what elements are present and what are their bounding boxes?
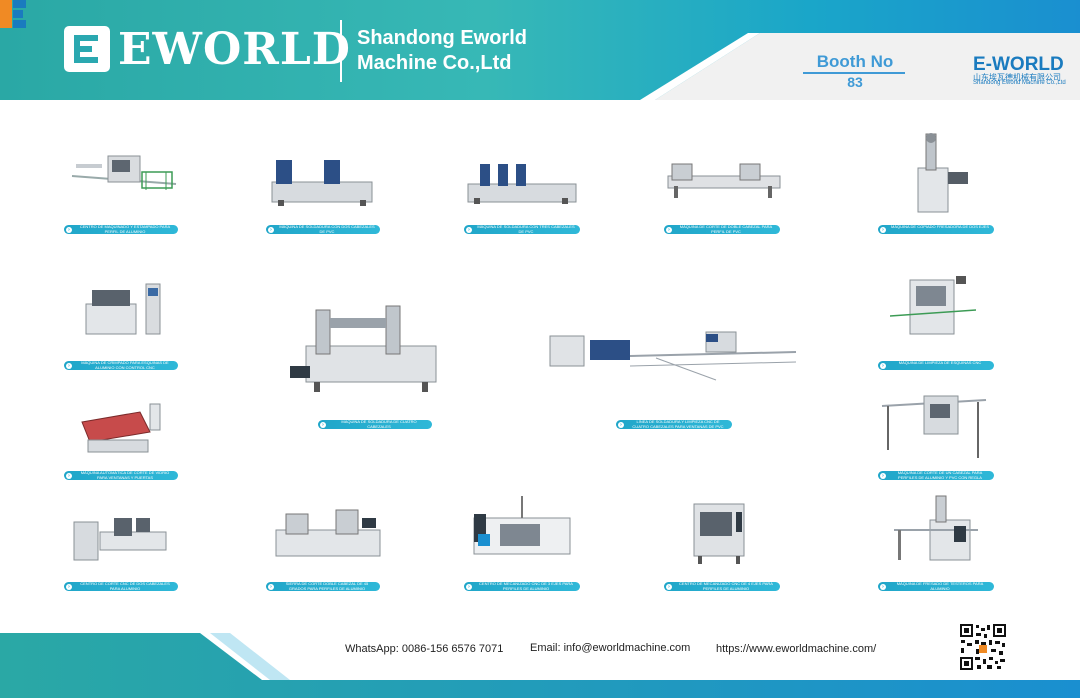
chevron-right-icon: › — [268, 226, 274, 233]
machine-image — [81, 403, 161, 453]
product-card[interactable] — [890, 272, 976, 342]
footer-background — [0, 633, 1080, 698]
chevron-right-icon: › — [320, 421, 326, 428]
product-card[interactable] — [690, 498, 756, 566]
qr-code-icon — [959, 623, 1007, 671]
booth-underline — [803, 72, 905, 74]
product-label[interactable]: ›MÁQUINA DE CORTE DE DOBLE CABEZAL PARA … — [664, 225, 780, 234]
logo2-name: E-WORLD — [973, 54, 1064, 75]
product-card[interactable] — [80, 280, 170, 340]
chevron-right-icon: › — [666, 583, 672, 590]
footer-banner — [0, 628, 1080, 698]
machine-image — [73, 518, 167, 561]
machine-image — [549, 331, 797, 381]
booth-number: 83 — [847, 74, 863, 90]
machine-image — [290, 305, 437, 392]
footer-email[interactable]: Email: info@eworldmachine.com — [530, 642, 691, 654]
product-card[interactable] — [878, 390, 990, 462]
machine-image — [473, 496, 571, 555]
product-card[interactable] — [80, 400, 164, 456]
product-label[interactable]: ›CENTRO DE MAQUINADO Y ESTAMPADO PARA PE… — [64, 225, 178, 234]
header-divider — [340, 20, 342, 82]
product-label[interactable]: ›MÁQUINA DE SOLDADURA DE CUATRO CABEZALE… — [318, 420, 432, 429]
chevron-right-icon: › — [268, 583, 274, 590]
machine-image — [275, 509, 381, 557]
product-label[interactable]: ›MÁQUINA DE SOLDADURA CON TRES CABEZALES… — [464, 225, 580, 234]
chevron-right-icon: › — [66, 472, 72, 479]
machine-image — [271, 160, 373, 206]
product-card[interactable] — [286, 300, 452, 396]
header-banner: EWORLD Shandong Eworld Machine Co.,Ltd B… — [0, 0, 1080, 100]
machine-image — [667, 163, 781, 198]
product-card[interactable] — [892, 494, 980, 566]
brand-name: EWORLD — [118, 24, 351, 75]
product-label[interactable]: ›MÁQUINA DE CRIMPADO PARA ESQUINAS DE AL… — [64, 361, 178, 370]
chevron-right-icon: › — [618, 421, 624, 428]
chevron-right-icon: › — [466, 226, 472, 233]
company-line-1: Shandong Eworld — [357, 27, 527, 49]
product-card[interactable] — [268, 156, 376, 208]
booth-label: Booth No — [816, 52, 894, 71]
product-label[interactable]: ›MÁQUINA AUTOMÁTICA DE CORTE DE VIDRIO P… — [64, 471, 178, 480]
machine-image — [467, 164, 577, 204]
product-label[interactable]: ›CENTRO DE CORTE CNC DE DOS CABEZALES PA… — [64, 582, 178, 591]
product-card[interactable] — [900, 128, 974, 216]
product-label[interactable]: ›MÁQUINA DE COPIADO FRESADORA DE DOS EJE… — [878, 225, 994, 234]
product-card[interactable] — [466, 158, 578, 208]
chevron-right-icon: › — [66, 226, 72, 233]
chevron-right-icon: › — [466, 583, 472, 590]
chevron-right-icon: › — [880, 583, 886, 590]
chevron-right-icon: › — [66, 362, 72, 369]
logo2-english-name: Shandong Eworld Machine Co.,Ltd — [973, 80, 1066, 86]
company-name: Shandong Eworld Machine Co.,Ltd — [357, 26, 527, 76]
header-background — [0, 0, 1080, 100]
product-card[interactable] — [470, 494, 574, 564]
product-label[interactable]: ›MÁQUINA DE CORTE DE UN CABEZAL PARA PER… — [878, 471, 994, 480]
eworld-logo-icon — [64, 26, 110, 72]
product-label[interactable]: ›MÁQUINA DE LIMPIEZA DE ESQUINAS CNC — [878, 361, 994, 370]
product-label[interactable]: ›CENTRO DE MECANIZADO CNC DE 4 EJES PARA… — [664, 582, 780, 591]
eworld-logo-small-icon — [0, 0, 26, 28]
product-label[interactable]: ›CENTRO DE MECANIZADO CNC DE 3 EJES PARA… — [464, 582, 580, 591]
chevron-right-icon: › — [880, 226, 886, 233]
machine-image — [693, 503, 745, 564]
product-card[interactable] — [546, 322, 800, 384]
product-card[interactable] — [70, 508, 170, 566]
machine-image — [881, 395, 987, 458]
chevron-right-icon: › — [880, 362, 886, 369]
chevron-right-icon: › — [666, 226, 672, 233]
machine-image — [917, 133, 968, 213]
product-label[interactable]: ›SIERRA DE CORTE DOBLE CABEZAL DE 45 GRA… — [266, 582, 380, 591]
machine-image — [71, 155, 177, 190]
chevron-right-icon: › — [66, 583, 72, 590]
product-label[interactable]: ›MÁQUINA DE FRESADO DE TESTEROS PARA ALU… — [878, 582, 994, 591]
product-card[interactable] — [272, 504, 384, 564]
machine-image — [894, 495, 978, 561]
product-card[interactable] — [664, 156, 782, 200]
product-label[interactable]: ›MÁQUINA DE SOLDADURA CON DOS CABEZALES … — [266, 225, 380, 234]
company-line-2: Machine Co.,Ltd — [357, 52, 512, 74]
logo2-chinese-name: 山东埃瓦德机械有限公司 — [973, 73, 1061, 82]
product-card[interactable] — [68, 148, 178, 206]
chevron-right-icon: › — [880, 472, 886, 479]
footer-website[interactable]: https://www.eworldmachine.com/ — [716, 643, 877, 655]
product-label[interactable]: ›LÍNEA DE SOLDADURA Y LIMPIEZA CNC DE CU… — [616, 420, 732, 429]
machine-image — [890, 276, 976, 335]
machine-image — [85, 283, 161, 335]
footer-whatsapp[interactable]: WhatsApp: 0086-156 6576 7071 — [345, 643, 504, 655]
